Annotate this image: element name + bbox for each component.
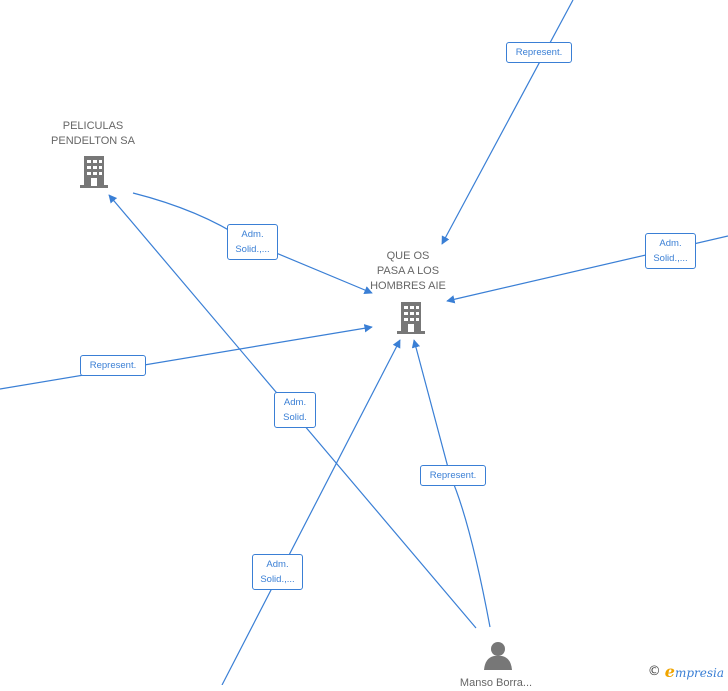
edge-label-top[interactable]: Represent. <box>506 42 572 63</box>
building-icon <box>397 302 425 334</box>
brand-watermark: © empresia <box>648 662 724 681</box>
edge-label-peliculas[interactable]: Adm. Solid.,... <box>227 224 278 260</box>
edge-label-right[interactable]: Adm. Solid.,... <box>645 233 696 269</box>
building-icon <box>80 156 108 188</box>
edge-bottom <box>221 339 401 685</box>
copyright-symbol: © <box>647 664 661 679</box>
edge-label-bottom[interactable]: Adm. Solid.,... <box>252 554 303 590</box>
node-label-peliculas: PELICULAS PENDELTON SA <box>51 120 135 147</box>
person-icon <box>484 642 512 670</box>
edge-label-person-to-center[interactable]: Represent. <box>420 465 486 486</box>
edge-left <box>0 324 373 390</box>
node-label-person: Manso Borra... <box>459 677 533 689</box>
brand-name: empresia <box>664 662 724 681</box>
edge-top <box>441 0 574 245</box>
edge-label-person-to-peliculas[interactable]: Adm. Solid. <box>274 392 316 428</box>
edge-label-left[interactable]: Represent. <box>80 355 146 376</box>
node-label-center: QUE OS PASA A LOS HOMBRES AIE <box>370 250 446 292</box>
